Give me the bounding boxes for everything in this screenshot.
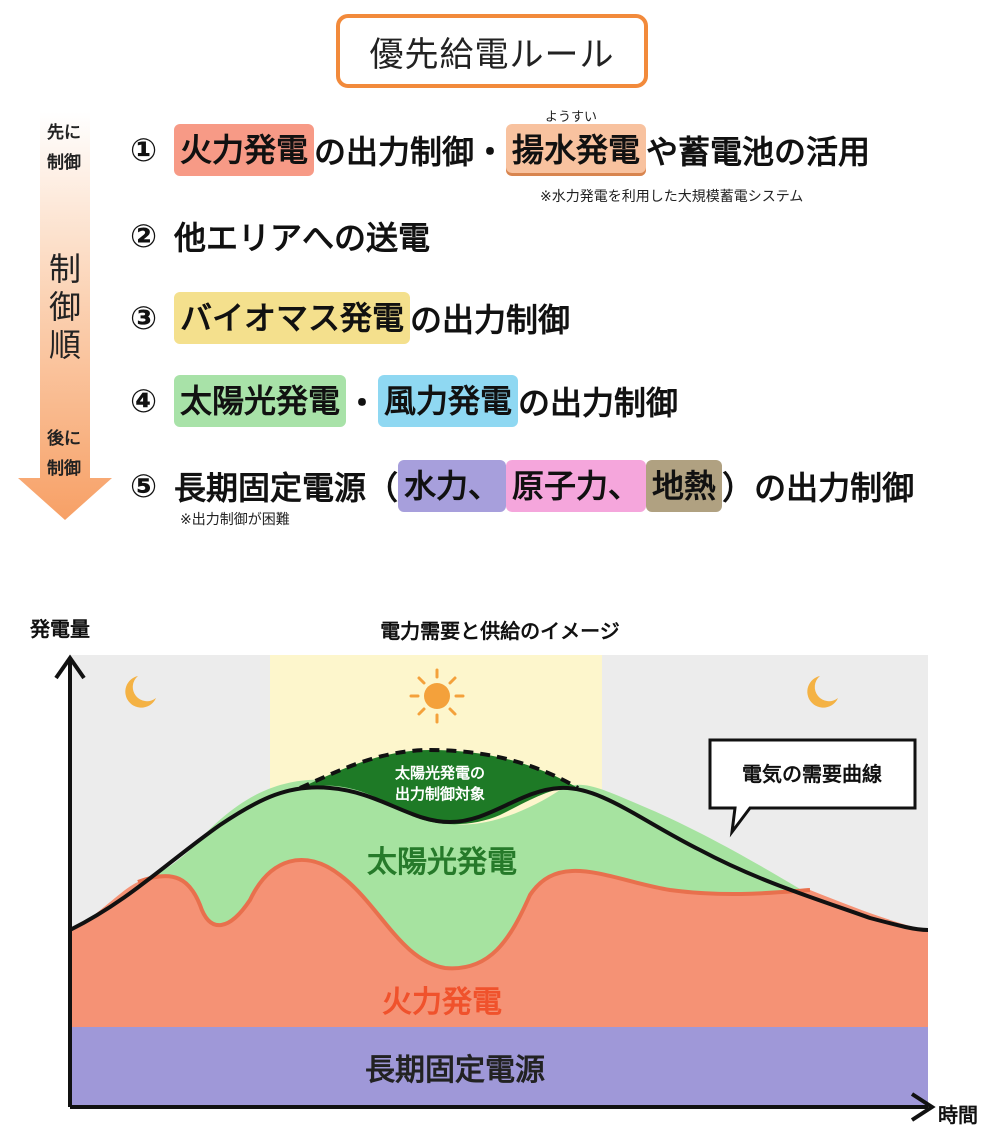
title-box: 優先給電ルール — [336, 14, 648, 88]
highlighted-source: 水力、 — [398, 460, 507, 512]
highlighted-source: 太陽光発電 — [174, 375, 347, 427]
thermal-label: 火力発電 — [382, 985, 502, 1020]
first-controlled-label: 先に 制御 — [34, 118, 94, 178]
y-axis-label: 発電量 — [29, 617, 90, 641]
control-order-label: 制 御 順 — [40, 250, 90, 364]
curtail-label-line1: 太陽光発電の — [395, 764, 485, 782]
rule-text: の出力制御・ — [314, 133, 507, 171]
rule-text: 長期固定電源（ — [174, 469, 399, 507]
rule-text: ・ — [346, 384, 379, 422]
priority-arrow — [18, 112, 112, 520]
solar-label: 太陽光発電 — [367, 845, 517, 880]
side-last-line2: 制御 — [47, 459, 81, 479]
side-first-line1: 先に — [47, 123, 81, 143]
curtail-label-line2: 出力制御対象 — [395, 785, 485, 803]
rule-row-4: ④ 太陽光発電・風力発電の出力制御 — [130, 371, 678, 431]
rule-number: ① — [130, 131, 158, 169]
rule-number: ④ — [130, 382, 158, 420]
fixed-source-area — [70, 1027, 928, 1107]
solar-area — [138, 779, 810, 969]
rule-text: の出力制御 — [410, 301, 571, 339]
rule-text: の出力制御 — [518, 384, 679, 422]
fixed-source-label: 長期固定電源 — [365, 1053, 545, 1088]
rule-row-3: ③ バイオマス発電の出力制御 — [130, 288, 570, 348]
rule-text: ）の出力制御 — [722, 469, 915, 507]
x-axis — [70, 1092, 936, 1122]
moon-icon-right — [807, 676, 838, 708]
rule-text: や蓄電池の活用 — [646, 133, 871, 171]
x-axis-label: 時間 — [938, 1103, 978, 1127]
thermal-area — [70, 859, 928, 1027]
y-axis — [54, 654, 86, 1107]
callout-text: 電気の需要曲線 — [742, 762, 882, 786]
page-title: 優先給電ルール — [369, 34, 615, 75]
rule-text: 他エリアへの送電 — [174, 219, 431, 257]
rule-number: ② — [130, 217, 158, 255]
side-last-line1: 後に — [47, 429, 81, 449]
highlighted-source: 揚水発電 — [506, 124, 647, 176]
highlighted-source: 原子力、 — [506, 460, 647, 512]
note-fixed-source: ※出力制御が困難 — [180, 512, 290, 528]
demand-callout-bubble — [708, 738, 917, 838]
chart-title: 電力需要と供給のイメージ — [380, 619, 620, 643]
rule-row-5: ⑤ 長期固定電源（水力、原子力、地熱）の出力制御 — [130, 456, 914, 516]
side-order-char2: 御 — [48, 288, 81, 326]
ruby-yousui: ようすい — [545, 110, 598, 125]
highlighted-source: 火力発電 — [174, 124, 315, 176]
last-controlled-label: 後に 制御 — [34, 424, 94, 484]
moon-icon-left — [125, 676, 156, 708]
supply-demand-chart: 電力需要と供給のイメージ 発電量 時間 電気の需要曲線 太陽光発電の 出力制御対… — [29, 617, 978, 1127]
thermal-outline — [137, 858, 811, 971]
side-first-line2: 制御 — [47, 153, 81, 173]
side-order-char1: 制 — [48, 250, 81, 288]
solar-curtail-dashline — [299, 747, 580, 790]
highlighted-source: 風力発電 — [378, 375, 519, 427]
highlighted-source: 地熱 — [646, 460, 723, 512]
rule-row-2: ② 他エリアへの送電 — [130, 206, 430, 266]
highlighted-source: バイオマス発電 — [174, 292, 411, 344]
sun-icon — [409, 668, 465, 724]
rule-number: ⑤ — [130, 467, 158, 505]
rule-row-1: ① 火力発電の出力制御・揚水発電や蓄電池の活用 — [130, 120, 870, 180]
note-pumped-storage: ※水力発電を利用した大規模蓄電システム — [540, 189, 804, 205]
side-order-char3: 順 — [48, 326, 81, 364]
demand-curve — [69, 785, 929, 932]
rule-number: ③ — [130, 299, 158, 337]
